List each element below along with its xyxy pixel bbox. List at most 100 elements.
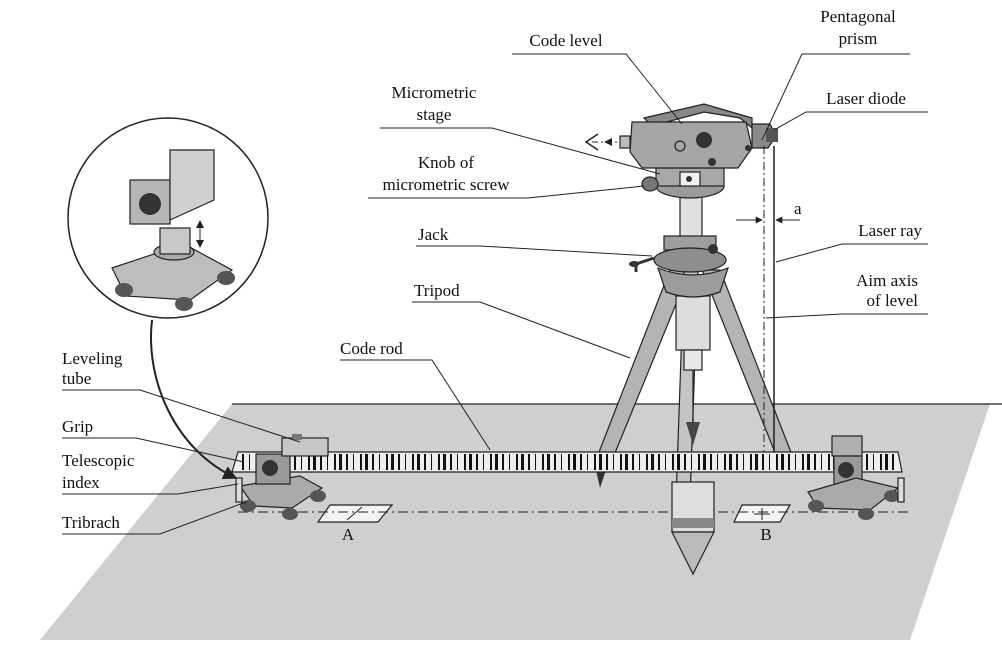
label-micrometric-stage-line1: Micrometric: [392, 83, 477, 102]
leader-telescopic-index: [62, 483, 239, 495]
micrometric-stage: [641, 167, 725, 199]
leader-micrometric-stage: [380, 127, 661, 175]
barcode-bar: [573, 454, 576, 470]
barcode-bar: [417, 454, 420, 470]
barcode-bar: [353, 454, 354, 470]
barcode-bar: [646, 454, 648, 470]
barcode-bar: [450, 454, 452, 470]
barcode-bar: [346, 454, 348, 470]
barcode-bar: [535, 454, 536, 470]
barcode-bar: [313, 454, 316, 470]
barcode-bar: [412, 454, 414, 470]
barcode-bar: [866, 454, 868, 470]
barcode-bar: [542, 454, 544, 470]
barcode-bar: [502, 454, 504, 470]
barcode-bar: [372, 454, 374, 470]
barcode-bar: [561, 454, 562, 470]
barcode-bar: [398, 454, 400, 470]
barcode-bar: [885, 454, 888, 470]
barcode-bar: [334, 454, 336, 470]
barcode-bar: [802, 454, 804, 470]
barcode-bar: [717, 454, 718, 470]
barcode-bar: [788, 454, 790, 470]
leader-pentagonal-prism: [761, 53, 910, 141]
label-pentagonal-prism-line2: prism: [839, 29, 878, 48]
barcode-bar: [339, 454, 342, 470]
barcode-bar: [469, 454, 472, 470]
leader-code-level: [512, 53, 683, 125]
barcode-bar: [703, 454, 706, 470]
barcode-bar: [677, 454, 680, 470]
barcode-bar: [892, 454, 894, 470]
inset-detail-circle: [67, 117, 269, 319]
barcode-bar: [457, 454, 458, 470]
barcode-bar: [547, 454, 550, 470]
barcode-bar: [483, 454, 484, 470]
barcode-bar: [516, 454, 518, 470]
label-knob-line1: Knob of: [418, 153, 475, 172]
leader-jack: [416, 245, 653, 257]
barcode-bar: [554, 454, 556, 470]
barcode-bar: [606, 454, 608, 470]
leader-knob: [368, 185, 645, 199]
left-tribrach: [235, 434, 329, 520]
barcode-bar: [360, 454, 362, 470]
barcode-bar: [821, 454, 822, 470]
barcode-bar: [301, 454, 302, 470]
barcode-bar: [320, 454, 322, 470]
barcode-bar: [776, 454, 778, 470]
barcode-bar: [568, 454, 570, 470]
inset-pointer-arrow: [150, 319, 238, 480]
label-code-level: Code level: [529, 31, 602, 50]
barcode-bar: [736, 454, 738, 470]
label-aim-axis-line1: Aim axis: [856, 271, 918, 290]
barcode-bar: [379, 454, 380, 470]
barcode-bar: [438, 454, 440, 470]
ground-mark-a: [316, 504, 394, 523]
label-pentagonal-prism-line1: Pentagonal: [820, 7, 896, 26]
barcode-bar: [769, 454, 770, 470]
barcode-bar: [509, 454, 510, 470]
barcode-bar: [625, 454, 628, 470]
leader-tribrach: [62, 501, 247, 535]
label-knob-line2: micrometric screw: [383, 175, 511, 194]
barcode-bar: [795, 454, 796, 470]
ground-mark-b: [733, 504, 792, 523]
label-tripod: Tripod: [414, 281, 460, 300]
leader-leveling-tube: [62, 389, 301, 443]
leader-code-rod: [340, 359, 491, 451]
code-rod: [231, 451, 903, 473]
barcode-bar: [495, 454, 498, 470]
label-telescopic-index-line1: Telescopic: [62, 451, 135, 470]
barcode-bar: [684, 454, 686, 470]
label-telescopic-index-line2: index: [62, 473, 100, 492]
label-code-rod: Code rod: [340, 339, 403, 358]
barcode-bar: [755, 454, 758, 470]
barcode-bar: [613, 454, 614, 470]
label-tribrach: Tribrach: [62, 513, 120, 532]
barcode-bar: [464, 454, 466, 470]
barcode-bar: [658, 454, 660, 470]
barcode-bar: [476, 454, 478, 470]
barcode-bar: [490, 454, 492, 470]
code-level-instrument: [584, 103, 753, 169]
label-leveling-tube-line1: Leveling: [62, 349, 123, 368]
barcode-bar: [424, 454, 426, 470]
barcode-bar: [724, 454, 726, 470]
barcode-bar: [729, 454, 732, 470]
barcode-bar: [594, 454, 596, 470]
tripod: [591, 266, 793, 518]
barcode-bar: [672, 454, 674, 470]
barcode-bar: [807, 454, 810, 470]
label-grip: Grip: [62, 417, 93, 436]
jack-assembly: [629, 195, 727, 273]
label-point-a: A: [342, 525, 355, 544]
barcode-bar: [632, 454, 634, 470]
barcode-bar: [249, 454, 250, 470]
barcode-bar: [386, 454, 388, 470]
leader-laser-diode: [773, 111, 928, 131]
barcode-bar: [521, 454, 524, 470]
barcode-bar: [710, 454, 712, 470]
plumb-bob: [686, 370, 700, 445]
